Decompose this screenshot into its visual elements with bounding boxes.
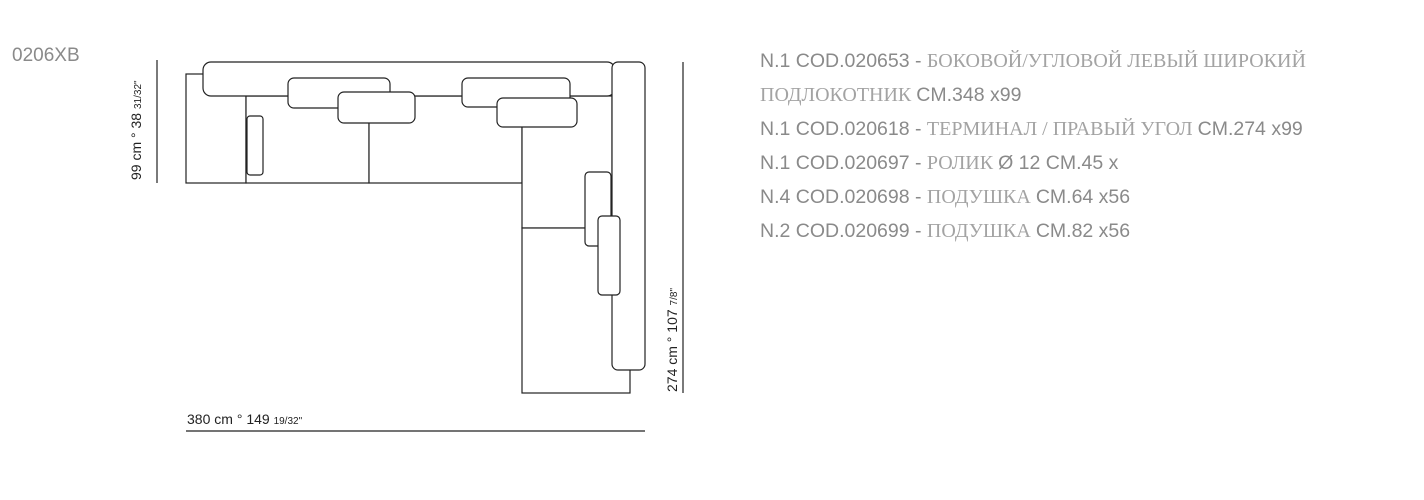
spec-description: ПОДУШКА [926,220,1036,242]
spec-description: БОКОВОЙ/УГЛОВОЙ ЛЕВЫЙ ШИРОКИЙ [926,50,1306,72]
spec-size: CM.82 x56 [1035,220,1131,242]
cushion [597,215,621,296]
spec-description: РОЛИК [926,152,999,174]
length-inch: 107 [664,309,680,333]
spec-size: CM.64 x56 [1035,186,1131,208]
cushions [287,77,621,296]
spec-line: N.1 COD.020653 - БОКОВОЙ/УГЛОВОЙ ЛЕВЫЙ Ш… [760,44,1306,78]
width-dimension-label: 380 cm ° 149 19/32" [187,411,302,427]
spec-size: CM.348 x99 [916,84,1022,106]
bolster-roll [246,115,264,176]
length-cm: 274 cm [664,346,680,392]
separator: ° [664,336,680,343]
width-fraction: 19/32" [273,416,303,427]
product-code: 0206XB [12,45,80,66]
spec-list: N.1 COD.020653 - БОКОВОЙ/УГЛОВОЙ ЛЕВЫЙ Ш… [760,44,1306,248]
cushion [337,91,416,124]
spec-line: N.1 COD.020697 - РОЛИК Ø 12 CM.45 x [760,146,1306,180]
spec-line: N.2 COD.020699 - ПОДУШКА CM.82 x56 [760,214,1306,248]
depth-dimension-label: 99 cm ° 38 31/32" [128,80,144,180]
spec-code: N.4 COD.020698 - [760,186,927,208]
spec-size: Ø 12 CM.45 x [998,152,1119,174]
spec-code: N.1 COD.020697 - [760,152,927,174]
length-fraction: 7/8" [669,287,680,306]
spec-line: N.4 COD.020698 - ПОДУШКА CM.64 x56 [760,180,1306,214]
spec-description: ПОДУШКА [926,186,1036,208]
cushion [496,97,578,128]
separator: ° [128,132,144,138]
depth-inch: 38 [128,112,144,129]
spec-size: CM.274 x99 [1197,118,1303,140]
spec-line: ПОДЛОКОТНИК CM.348 x99 [760,78,1306,112]
spec-description: ПОДЛОКОТНИК [760,84,917,106]
separator: ° [236,411,243,427]
spec-code: N.1 COD.020618 - [760,118,927,140]
width-inch: 149 [246,411,270,427]
spec-line: N.1 COD.020618 - ТЕРМИНАЛ / ПРАВЫЙ УГОЛ … [760,112,1306,146]
depth-cm: 99 cm [128,141,144,180]
length-dimension-label: 274 cm ° 107 7/8" [664,288,680,392]
spec-code: N.1 COD.020653 - [760,50,927,72]
depth-fraction: 31/32" [133,80,144,110]
spec-code: N.2 COD.020699 - [760,220,927,242]
width-cm: 380 cm [187,411,233,427]
spec-description: ТЕРМИНАЛ / ПРАВЫЙ УГОЛ [926,118,1198,140]
